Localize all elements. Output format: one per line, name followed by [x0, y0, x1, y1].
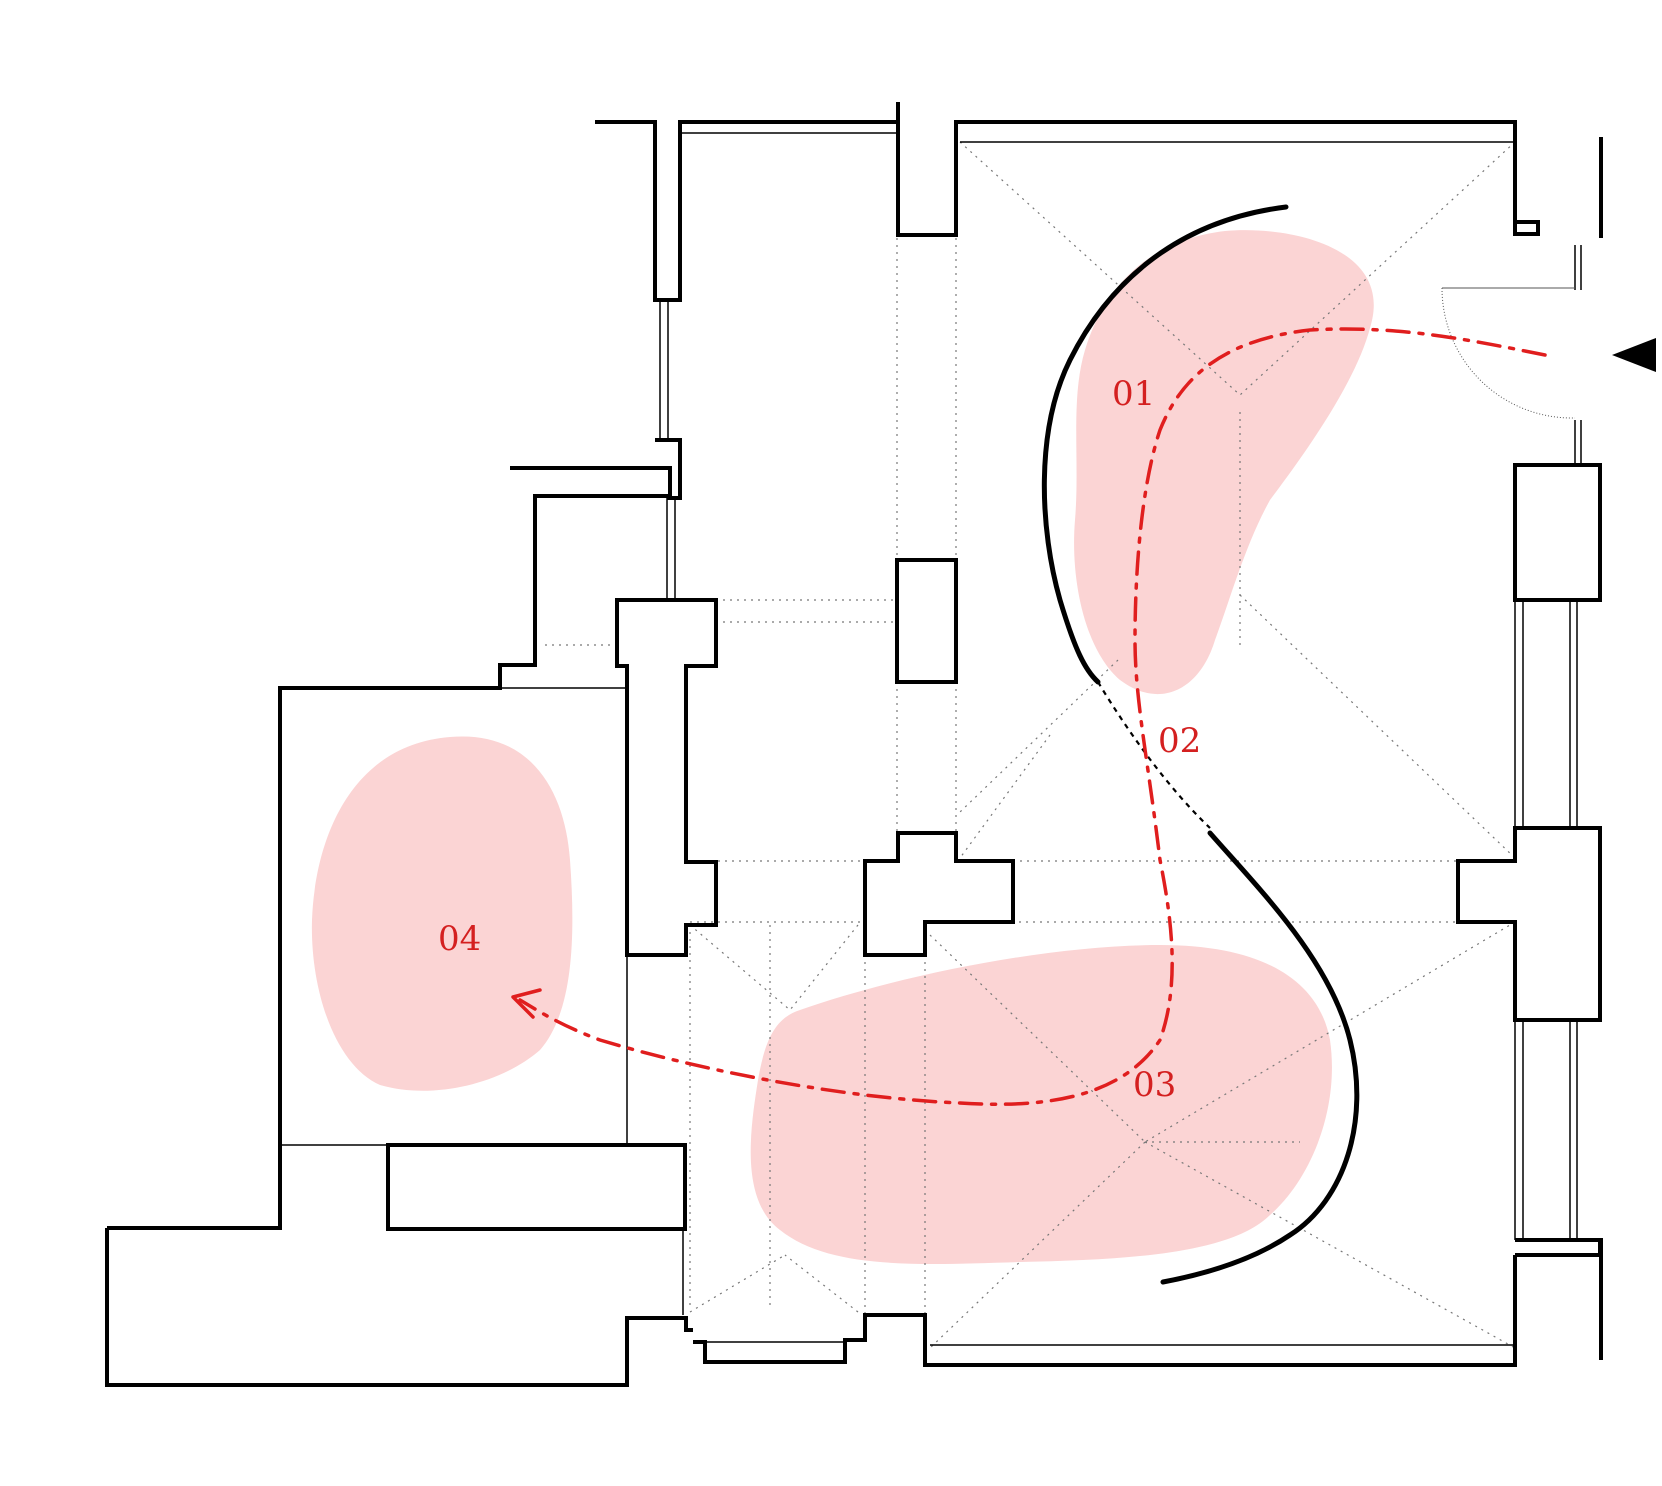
zone-04-label: 04	[438, 919, 481, 959]
curved-partition	[1041, 204, 1360, 1285]
zone-04-area	[311, 736, 573, 1091]
zone-labels: 01 02 03 04	[438, 374, 1201, 1105]
entrance-door	[1441, 287, 1576, 419]
thin-partitions	[280, 121, 1582, 1346]
route-line	[518, 327, 1547, 1106]
walls	[105, 102, 1603, 1387]
zone-03-label: 03	[1133, 1065, 1176, 1105]
zone-03-area	[750, 945, 1332, 1264]
structural-grid	[545, 141, 1516, 1349]
visitor-route	[511, 327, 1547, 1106]
zone-02-label: 02	[1158, 721, 1201, 761]
entrance-triangle-icon	[1612, 338, 1656, 372]
zone-01-label: 01	[1112, 374, 1155, 414]
arrowhead-open-icon	[511, 988, 542, 1019]
activity-zones	[311, 230, 1374, 1264]
zone-01-area	[1074, 230, 1374, 695]
